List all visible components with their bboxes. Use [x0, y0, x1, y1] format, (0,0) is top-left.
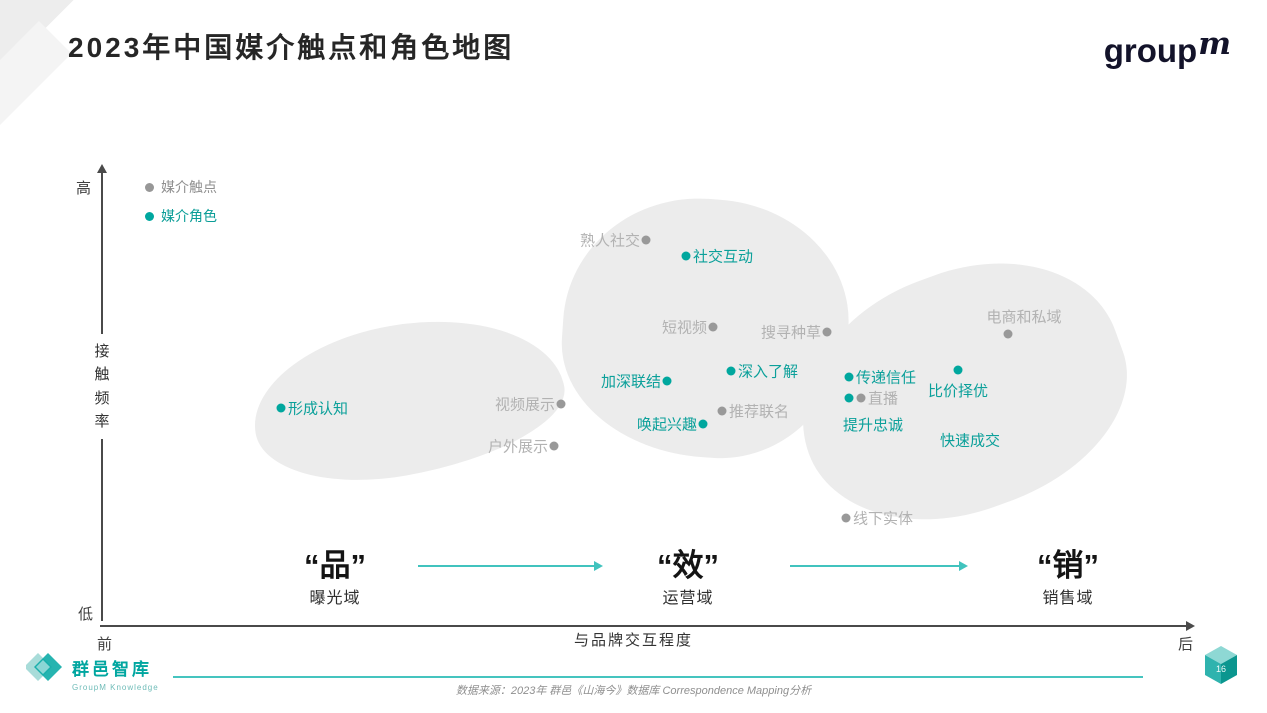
flow-arrow-1: [418, 561, 603, 571]
touchpoint-dot-icon: [556, 399, 566, 409]
y-axis-title-char: 频: [94, 388, 110, 407]
footer-source: 数据来源：2023年 群邑《山海今》数据库 Correspondence Map…: [455, 685, 812, 697]
zone-quote-2: “效”: [657, 548, 719, 583]
brand-logo: 群邑智库 GroupM Knowledge: [24, 647, 159, 696]
point-label: 熟人社交: [579, 232, 640, 250]
groupm-logo-text: group: [1103, 32, 1198, 69]
role-dot-icon: [726, 366, 736, 376]
role-dot-icon: [844, 372, 854, 382]
groupm-logo-m: m: [1198, 26, 1231, 62]
point-label: 加深联结: [600, 373, 661, 391]
point-label: 社交互动: [693, 248, 754, 266]
point-label: 推荐联名: [729, 403, 790, 421]
role-dot-icon: [681, 251, 691, 261]
point-label: 线下实体: [853, 510, 914, 528]
brand-name-en: GroupM Knowledge: [72, 683, 159, 692]
point-label: 唤起兴趣: [636, 416, 697, 434]
brand-name-cn: 群邑智库: [72, 660, 152, 679]
brand-text: 群邑智库 GroupM Knowledge: [72, 655, 159, 692]
point-label: 户外展示: [487, 438, 548, 456]
role-dot-icon: [844, 393, 854, 403]
point-label: 电商和私域: [986, 309, 1062, 326]
role-dot-icon: [276, 403, 286, 413]
brand-icon: [24, 647, 66, 696]
legend-label-roles: 媒介角色: [161, 208, 217, 224]
page-number-cube: 16: [1202, 644, 1240, 686]
legend-label-touchpoints: 媒介触点: [161, 179, 217, 195]
y-axis-title-char: 接: [94, 342, 110, 360]
y-axis-title: 接触频率: [92, 334, 112, 439]
legend-item-touchpoints: 媒介触点: [145, 177, 217, 197]
y-axis-title-char: 率: [94, 411, 110, 430]
point-label: 短视频: [661, 319, 707, 337]
point-label: 提升忠诚: [842, 417, 904, 434]
role-dot-icon: [953, 365, 963, 375]
touchpoint-dot-icon: [822, 327, 832, 337]
x-axis-front-label: 前: [97, 635, 113, 653]
cube-icon: [1205, 646, 1237, 684]
point-label: 直播: [868, 390, 899, 408]
touchpoint-dot-icon: [841, 513, 851, 523]
x-axis-title: 与品牌交互程度: [573, 631, 693, 649]
zone-label-1: 曝光域: [309, 590, 361, 607]
point-label: 深入了解: [738, 363, 799, 381]
groupm-logo: groupm: [1103, 26, 1231, 70]
touchpoint-dot-icon: [641, 235, 651, 245]
y-axis-low-label: 低: [78, 605, 94, 623]
page-number: 16: [1215, 664, 1227, 675]
role-dot-icon: [145, 211, 154, 221]
footer-divider: [173, 676, 1143, 678]
touchpoint-dot-icon: [708, 322, 718, 332]
zone-quote-3: “销”: [1037, 548, 1099, 583]
touchpoint-dot-icon: [549, 441, 559, 451]
point-label: 搜寻种草: [760, 324, 821, 342]
page-title: 2023年中国媒介触点和角色地图: [68, 32, 515, 63]
touchpoint-dot-icon: [717, 406, 727, 416]
touchpoint-dot-icon: [856, 393, 866, 403]
touchpoint-dot-icon: [1003, 329, 1013, 339]
point-label: 形成认知: [288, 400, 349, 418]
x-axis: [100, 621, 1195, 631]
x-axis-back-label: 后: [1178, 635, 1194, 653]
point-label: 比价择优: [927, 383, 989, 400]
role-dot-icon: [662, 376, 672, 386]
flow-arrow-2: [790, 561, 968, 571]
chart-legend: 媒介触点 媒介角色: [145, 177, 217, 235]
y-axis-high-label: 高: [76, 179, 92, 197]
role-dot-icon: [698, 419, 708, 429]
zone-quote-1: “品”: [304, 548, 366, 583]
point-label: 传递信任: [856, 369, 917, 387]
touchpoint-dot-icon: [145, 182, 154, 192]
point-label: 快速成交: [939, 432, 1001, 450]
point-label: 视频展示: [494, 396, 555, 414]
y-axis-title-char: 触: [94, 365, 110, 384]
zone-label-2: 运营域: [662, 590, 714, 607]
zone-label-3: 销售域: [1042, 590, 1094, 607]
legend-item-roles: 媒介角色: [145, 206, 217, 226]
